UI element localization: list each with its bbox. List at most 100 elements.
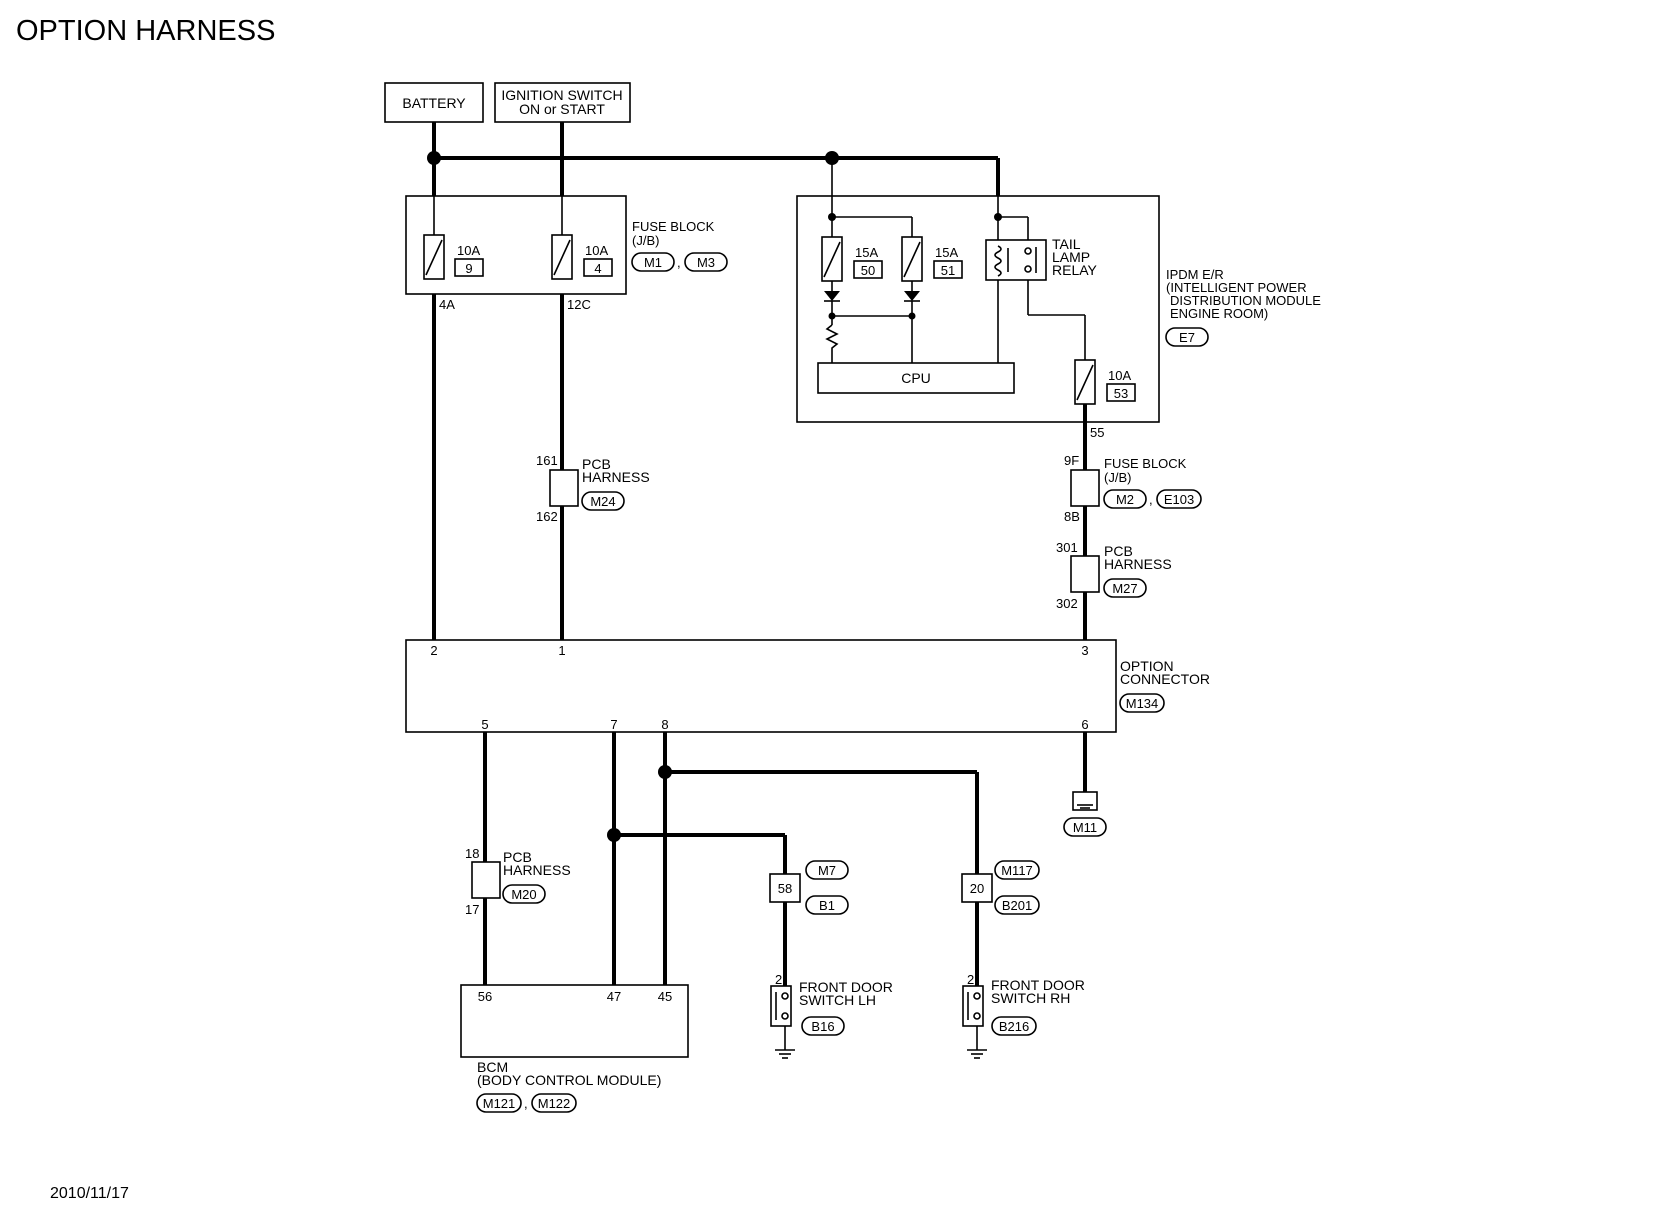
- ignition-switch-label: IGNITION SWITCH: [501, 87, 622, 103]
- fuse-9-amp: 10A: [457, 243, 480, 258]
- bcm-sub: (BODY CONTROL MODULE): [477, 1072, 661, 1088]
- fuse-51-num-box: [933, 260, 963, 279]
- fuse-4-amp: 10A: [585, 243, 608, 258]
- conn-m117-badge: [994, 860, 1040, 880]
- conn-m121-badge: [476, 1093, 522, 1113]
- pcb-m24-label: PCB: [582, 456, 611, 472]
- page-title: OPTION HARNESS: [16, 15, 275, 47]
- fuse-block-label: FUSE BLOCK: [632, 219, 715, 234]
- splice-diode51: [908, 312, 916, 320]
- conn-b16-badge: [801, 1016, 845, 1036]
- pcb-m20-sub: HARNESS: [503, 862, 571, 878]
- splice-battery: [427, 151, 441, 165]
- fuse-53-num: 53: [1114, 386, 1128, 401]
- conn-m3-badge: [684, 252, 728, 272]
- joint-20-num: 20: [970, 881, 984, 896]
- conn-m121: M121: [483, 1096, 516, 1111]
- comma-sep-2: ,: [1149, 492, 1153, 507]
- conn-e7: E7: [1179, 330, 1195, 345]
- option-pin-7: 7: [610, 717, 617, 732]
- comma-sep: ,: [677, 255, 681, 270]
- conn-m2-badge: [1103, 489, 1147, 509]
- option-pin-6: 6: [1081, 717, 1088, 732]
- ipdm-pin-55: 55: [1090, 425, 1104, 440]
- door-switch-lh: [770, 985, 792, 1027]
- ipdm-label: IPDM E/R: [1166, 267, 1224, 282]
- cpu-label: CPU: [901, 370, 931, 386]
- conn-e103-badge: [1156, 489, 1202, 509]
- ipdm-label-2: (INTELLIGENT POWER: [1166, 280, 1307, 295]
- cpu-box: [817, 362, 1015, 394]
- option-pin-8: 8: [661, 717, 668, 732]
- fuse-50-num: 50: [861, 263, 875, 278]
- fuse-50-slash: [823, 241, 841, 278]
- bcm-pin-56: 56: [478, 989, 492, 1004]
- bcm-pin-47: 47: [607, 989, 621, 1004]
- fuse-9-num: 9: [465, 261, 472, 276]
- conn-b216: B216: [999, 1019, 1029, 1034]
- diode-50: [824, 291, 840, 301]
- relay-label-2: LAMP: [1052, 249, 1090, 265]
- ipdm-label-4: ENGINE ROOM): [1170, 306, 1268, 321]
- date-stamp: 2010/11/17: [50, 1185, 129, 1202]
- pcb-m20-label: PCB: [503, 849, 532, 865]
- fuse-block2-label: FUSE BLOCK: [1104, 456, 1187, 471]
- conn-m11-badge: [1063, 817, 1107, 837]
- conn-m20: M20: [511, 887, 536, 902]
- conn-m122: M122: [538, 1096, 571, 1111]
- door-rh-label: FRONT DOOR: [991, 977, 1085, 993]
- conn-m1: M1: [644, 255, 662, 270]
- fuse-block-jb2: [1070, 469, 1100, 507]
- option-connector-label: OPTION: [1120, 658, 1174, 674]
- fuse-50-num-box: [853, 260, 883, 279]
- door-lh-label: FRONT DOOR: [799, 979, 893, 995]
- conn-m27-badge: [1103, 578, 1147, 598]
- conn-b1: B1: [819, 898, 835, 913]
- conn-m27: M27: [1112, 581, 1137, 596]
- pcb-m20: [471, 861, 501, 899]
- fuse-51-amp: 15A: [935, 245, 958, 260]
- comma-sep-3: ,: [524, 1096, 528, 1111]
- fuse-51-slash: [903, 241, 921, 278]
- pcb-m27: [1070, 555, 1100, 593]
- door-switch-rh: [962, 985, 984, 1027]
- ipdm-label-3: DISTRIBUTION MODULE: [1170, 293, 1321, 308]
- fuse-block2-pin-in: 9F: [1064, 453, 1079, 468]
- relay-coil: [994, 245, 1002, 277]
- fuse-4-slash: [553, 239, 571, 276]
- pin-4a: 4A: [439, 297, 455, 312]
- pcb-m27-sub: HARNESS: [1104, 556, 1172, 572]
- option-pin-3: 3: [1081, 643, 1088, 658]
- door-lh-pin: 2: [775, 972, 782, 987]
- joint-58-num: 58: [778, 881, 792, 896]
- relay-label: TAIL: [1052, 236, 1081, 252]
- ignition-switch-state: ON or START: [519, 101, 605, 117]
- relay-contact-top: [1024, 247, 1032, 255]
- pcb-m24-pin-in: 161: [536, 453, 558, 468]
- splice-diode50: [828, 312, 836, 320]
- door-rh-pin: 2: [967, 972, 974, 987]
- conn-m7: M7: [818, 863, 836, 878]
- conn-m24: M24: [590, 494, 615, 509]
- pcb-m24: [549, 469, 579, 507]
- fuse-4-num-box: [583, 258, 613, 277]
- splice-pin7: [607, 828, 621, 842]
- option-connector-sub: CONNECTOR: [1120, 671, 1210, 687]
- pcb-m27-label: PCB: [1104, 543, 1133, 559]
- fuse-9-num-box: [454, 258, 484, 277]
- conn-b201-badge: [994, 895, 1040, 915]
- tail-lamp-relay: [985, 239, 1047, 281]
- conn-m7-badge: [805, 860, 849, 880]
- resistor: [825, 324, 839, 363]
- fuse-51-num: 51: [941, 263, 955, 278]
- bcm-box: [460, 984, 689, 1058]
- door-rh-terminal-top: [973, 992, 981, 1000]
- battery-label: BATTERY: [402, 95, 466, 111]
- conn-m134-badge: [1119, 693, 1165, 713]
- door-lh-terminal-top: [781, 992, 789, 1000]
- pcb-m24-sub: HARNESS: [582, 469, 650, 485]
- joint-58: [769, 873, 801, 903]
- ignition-switch-box: [494, 82, 631, 123]
- option-pin-1: 1: [558, 643, 565, 658]
